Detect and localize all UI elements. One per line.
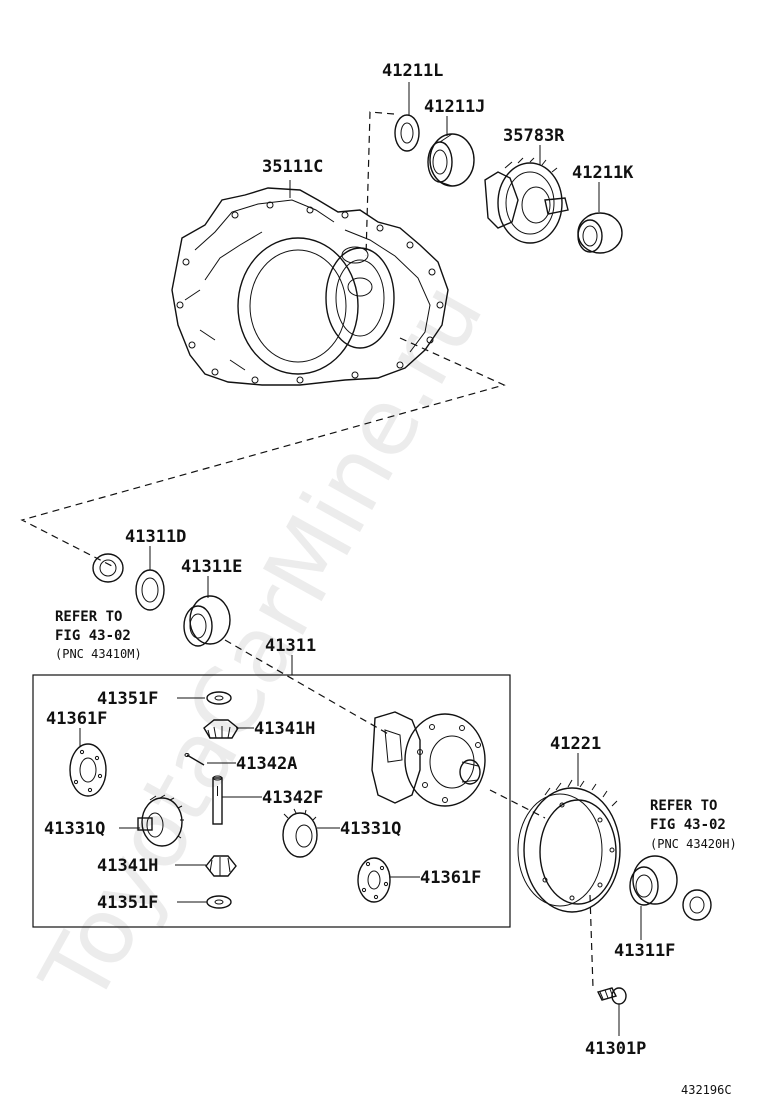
label-41342A[interactable]: 41342A — [236, 754, 297, 774]
note-left-line1: REFER TO — [55, 609, 122, 625]
label-41341H-bottom[interactable]: 41341H — [97, 856, 158, 876]
thrust-washer-41351F-top[interactable] — [206, 691, 232, 705]
dash-line-bolt — [589, 894, 594, 989]
refer-note-right: REFER TO FIG 43-02 (PNC 43420H) — [650, 798, 737, 851]
label-41341H-top[interactable]: 41341H — [254, 719, 315, 739]
oil-seal-right[interactable] — [682, 889, 712, 921]
label-41361F-right[interactable]: 41361F — [420, 868, 481, 888]
dash-line-connection — [20, 337, 506, 567]
note-left-line3: (PNC 43410M) — [55, 647, 142, 661]
gear-35783R[interactable] — [484, 157, 569, 244]
dash-line-upper — [365, 111, 395, 257]
label-41351F-bottom[interactable]: 41351F — [97, 893, 158, 913]
dash-line-case — [224, 639, 391, 736]
label-35783R[interactable]: 35783R — [503, 126, 565, 146]
pinion-shaft-41342F[interactable] — [212, 775, 223, 825]
label-41342F[interactable]: 41342F — [262, 788, 323, 808]
note-right-line1: REFER TO — [650, 798, 717, 814]
side-gear-41331Q-right[interactable] — [282, 808, 318, 858]
ring-gear-41221[interactable] — [517, 779, 621, 913]
label-41351F-top[interactable]: 41351F — [97, 689, 158, 709]
note-left-line2: FIG 43-02 — [55, 628, 131, 644]
label-41221[interactable]: 41221 — [550, 734, 601, 754]
thrust-washer-41351F-bottom[interactable] — [206, 895, 232, 909]
bearing-41311E[interactable] — [183, 595, 231, 647]
label-41331Q-left[interactable]: 41331Q — [44, 819, 105, 839]
label-41311D[interactable]: 41311D — [125, 527, 186, 547]
label-41311[interactable]: 41311 — [265, 636, 316, 656]
label-41211J[interactable]: 41211J — [424, 97, 485, 117]
side-gear-41331Q-left[interactable] — [137, 794, 184, 847]
label-41301P[interactable]: 41301P — [585, 1039, 646, 1059]
label-41361F-left[interactable]: 41361F — [46, 709, 107, 729]
figure-code: 432196C — [681, 1083, 732, 1097]
refer-note-left: REFER TO FIG 43-02 (PNC 43410M) — [55, 609, 142, 661]
note-right-line2: FIG 43-02 — [650, 817, 726, 833]
label-41311E[interactable]: 41311E — [181, 557, 242, 577]
transaxle-housing-35111C[interactable] — [171, 187, 449, 386]
label-35111C[interactable]: 35111C — [262, 157, 323, 177]
differential-case-41311[interactable] — [371, 711, 486, 807]
label-41211L[interactable]: 41211L — [382, 61, 443, 81]
label-41311F[interactable]: 41311F — [614, 941, 675, 961]
bolt-41301P[interactable] — [596, 987, 627, 1005]
thrust-washer-41361F-right[interactable] — [357, 857, 391, 903]
pinion-gear-41341H-bottom[interactable] — [205, 855, 237, 877]
bearing-41211J[interactable] — [427, 133, 475, 187]
dash-line-ringgear — [489, 789, 546, 819]
assembly-box-41311 — [32, 674, 511, 928]
bearing-41211K[interactable] — [577, 212, 623, 254]
pin-41342A[interactable] — [184, 753, 205, 766]
seal-41211L[interactable] — [394, 114, 420, 152]
oil-seal-left[interactable] — [92, 553, 124, 583]
bearing-41311F[interactable] — [629, 855, 678, 906]
thrust-washer-41361F-left[interactable] — [69, 743, 107, 797]
label-41331Q-right[interactable]: 41331Q — [340, 819, 401, 839]
shim-41311D[interactable] — [135, 569, 165, 611]
note-right-line3: (PNC 43420H) — [650, 837, 737, 851]
label-41211K[interactable]: 41211K — [572, 163, 634, 183]
